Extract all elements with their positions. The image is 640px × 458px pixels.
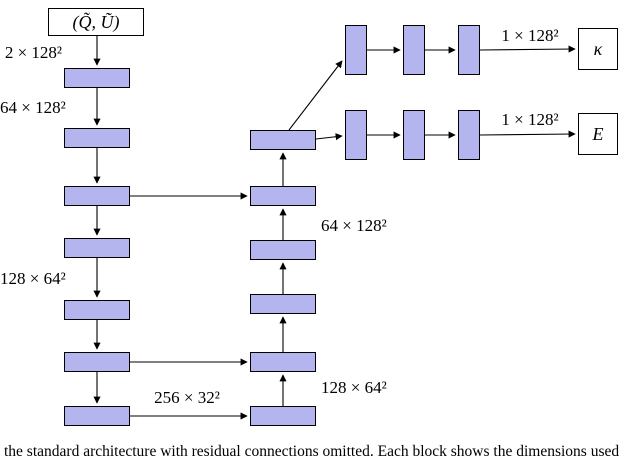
dim-label-dec-64-128: 64 × 128² <box>321 216 387 235</box>
encoder-block-2 <box>64 128 130 148</box>
encoder-block-4 <box>64 238 130 258</box>
dim-label-e-out: 1 × 128² <box>501 110 559 129</box>
encoder-block-3 <box>64 186 130 206</box>
kappa-head-block-2 <box>403 25 425 75</box>
dim-label-dec-128-64: 128 × 64² <box>321 378 387 397</box>
input-label: (Q̃, Ũ) <box>72 11 120 32</box>
encoder-block-7 <box>64 406 130 426</box>
kappa-output-label: κ <box>593 38 603 59</box>
decoder-block-3 <box>250 240 316 260</box>
encoder-block-5 <box>64 300 130 320</box>
decoder-block-5 <box>250 352 316 372</box>
dim-label-kappa-out: 1 × 128² <box>501 26 559 45</box>
encoder-block-6 <box>64 352 130 372</box>
e-head-block-1 <box>345 110 367 160</box>
e-head-block-2 <box>403 110 425 160</box>
kappa-head-block-3 <box>458 25 480 75</box>
figure-caption: the standard architecture with residual … <box>4 443 620 458</box>
e-output-label: E <box>592 123 604 144</box>
e-head-block-3 <box>458 110 480 160</box>
dim-label-enc-256-32: 256 × 32² <box>154 388 220 407</box>
dim-label-input: 2 × 128² <box>4 43 62 62</box>
decoder-block-1 <box>250 130 316 150</box>
decoder-block-2 <box>250 186 316 206</box>
kappa-head-block-1 <box>345 25 367 75</box>
e-output-box: E <box>578 113 618 155</box>
kappa-output-box: κ <box>578 28 618 70</box>
dim-label-enc-128-64: 128 × 64² <box>0 269 66 288</box>
input-box: (Q̃, Ũ) <box>48 8 144 36</box>
dim-label-enc-64-128: 64 × 128² <box>0 98 66 117</box>
encoder-block-1 <box>64 68 130 88</box>
decoder-block-6 <box>250 406 316 426</box>
decoder-block-4 <box>250 294 316 314</box>
